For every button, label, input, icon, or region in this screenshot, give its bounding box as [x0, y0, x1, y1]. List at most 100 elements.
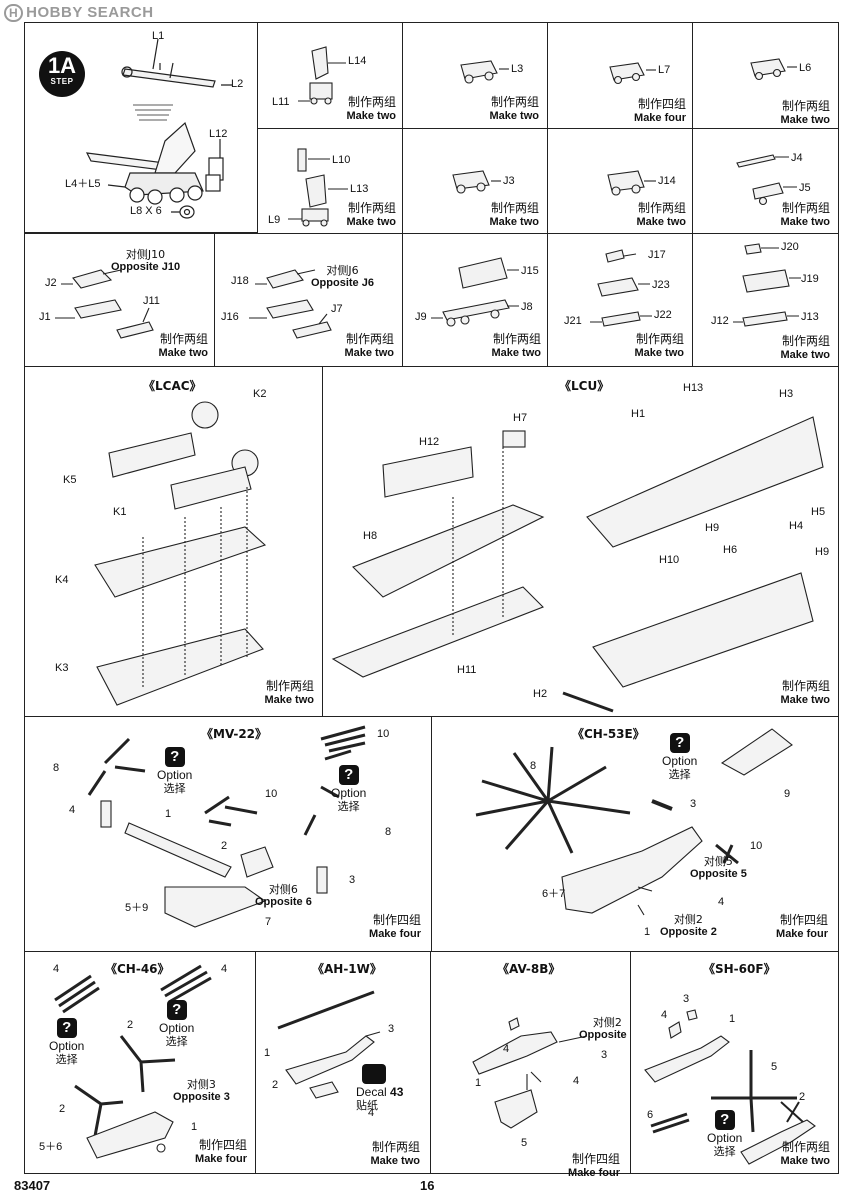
- label-ah1w-1: 1: [264, 1047, 271, 1059]
- ch46-drawing: [54, 964, 212, 1159]
- cell-lcu: 《LCU》 H13 H3 H12 H7 H1 H8 H5 H4 H9 H6 H9…: [322, 366, 839, 717]
- label-j18: J18: [231, 275, 249, 287]
- label-l6: L6: [799, 62, 812, 74]
- label-l12: L12: [209, 128, 228, 140]
- label-l1: L1: [152, 30, 165, 42]
- label-ch53-1: 1: [644, 926, 651, 938]
- label-mv22-8a: 8: [53, 762, 60, 774]
- mv22-title: 《MV-22》: [201, 727, 268, 741]
- label-ah1w-3: 3: [388, 1023, 395, 1035]
- label-l13: L13: [350, 183, 369, 195]
- vehicle-drawing: [609, 62, 656, 85]
- label-mv22-3: 3: [349, 874, 356, 886]
- label-h5: H5: [811, 506, 826, 518]
- label-l3: L3: [511, 63, 524, 75]
- label-mv22-1: 1: [165, 808, 172, 820]
- label-l14: L14: [348, 55, 367, 67]
- label-h9b: H9: [815, 546, 830, 558]
- vehicle-drawing: [452, 170, 501, 194]
- ch53-title: 《CH-53E》: [572, 727, 645, 741]
- sh60-title: 《SH-60F》: [703, 962, 776, 976]
- aav-drawing: [733, 243, 801, 327]
- label-av8b-3: 3: [601, 1049, 608, 1061]
- lcac-drawing: [94, 401, 267, 706]
- sh60-drawing: [644, 1009, 816, 1165]
- label-h13: H13: [683, 382, 704, 394]
- label-h8: H8: [363, 530, 378, 542]
- question-icon: ?: [166, 1000, 187, 1020]
- label-ch46-4b: 4: [221, 963, 228, 975]
- question-icon: ?: [338, 765, 359, 785]
- label-l2: L2: [231, 78, 244, 90]
- lav-drawing: [590, 249, 652, 327]
- label-ch53-10: 10: [750, 840, 763, 852]
- label-av8b-1: 1: [475, 1077, 482, 1089]
- label-j16: J16: [221, 311, 239, 323]
- label-mv22-10a: 10: [265, 788, 278, 800]
- label-h2: H2: [533, 688, 548, 700]
- lcac-title: 《LCAC》: [143, 379, 202, 393]
- label-j5: J5: [799, 182, 811, 194]
- step-number: 1A: [47, 53, 77, 78]
- label-j11: J11: [143, 295, 160, 307]
- label-sh60-2: 2: [799, 1091, 806, 1103]
- label-h3: H3: [779, 388, 794, 400]
- label-l9: L9: [268, 214, 281, 226]
- crane-drawing: [85, 38, 232, 219]
- label-ch53-3: 3: [690, 798, 697, 810]
- label-h10: H10: [659, 554, 680, 566]
- ah1w-title: 《AH-1W》: [312, 962, 382, 976]
- lcu-drawing: [331, 416, 824, 713]
- label-j15: J15: [521, 265, 539, 277]
- label-ch46-4a: 4: [53, 963, 60, 975]
- vehicle-drawing: [298, 46, 346, 105]
- label-j19: J19: [801, 273, 819, 285]
- label-j13: J13: [801, 311, 819, 323]
- label-l7: L7: [658, 64, 671, 76]
- vehicle-drawing: [736, 154, 797, 206]
- ch46-title: 《CH-46》: [105, 962, 170, 976]
- label-ch53-6-7: 6＋7: [542, 888, 566, 900]
- label-sh60-6: 6: [647, 1109, 654, 1121]
- label-l8: L8 X 6: [130, 205, 162, 217]
- label-h12: H12: [419, 436, 440, 448]
- label-k2: K2: [253, 388, 267, 400]
- cell-crane: 1A STEP L1 L2 L12 L4＋L5 L8 X: [24, 22, 258, 233]
- ah1w-drawing: [277, 990, 381, 1099]
- step-badge: 1A STEP: [39, 51, 85, 97]
- tank-drawing: [249, 269, 332, 339]
- instruction-grid: 1A STEP L1 L2 L12 L4＋L5 L8 X: [24, 22, 839, 1179]
- label-ch53-4: 4: [718, 896, 725, 908]
- page-number: 16: [420, 1178, 435, 1193]
- truck-drawing: [431, 257, 519, 327]
